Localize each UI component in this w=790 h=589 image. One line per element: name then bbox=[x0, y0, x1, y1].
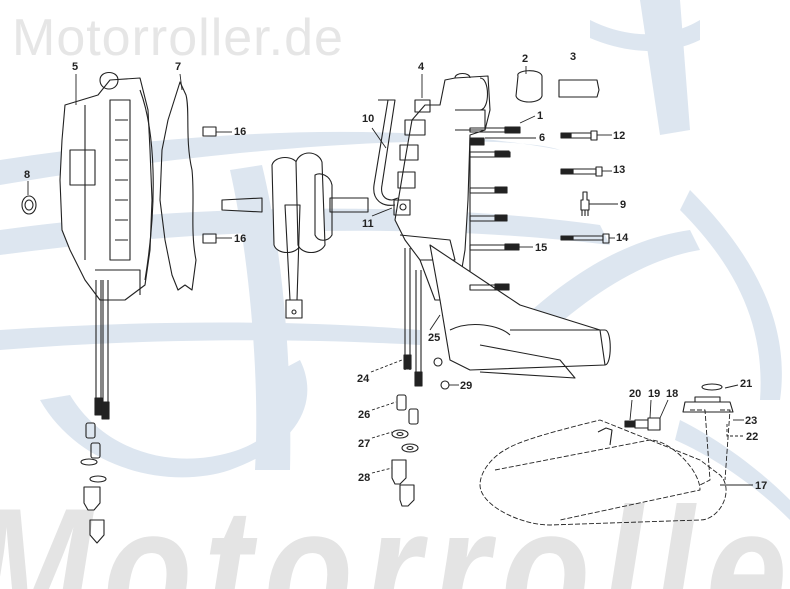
right-crankcase-half bbox=[394, 72, 611, 379]
callout-16-upper: 16 bbox=[234, 126, 247, 138]
callout-2: 2 bbox=[522, 53, 529, 65]
callout-29: 29 bbox=[460, 380, 473, 392]
crankshaft bbox=[221, 152, 369, 319]
callout-9: 9 bbox=[620, 199, 627, 211]
callout-19: 19 bbox=[648, 388, 661, 400]
callout-28: 28 bbox=[358, 472, 371, 484]
watermark-bottom: Motorroller bbox=[0, 471, 790, 589]
callout-13: 13 bbox=[613, 164, 626, 176]
watermark-top: Motorroller.de bbox=[12, 9, 344, 67]
callout-24: 24 bbox=[357, 373, 370, 385]
left-crankcase-half bbox=[59, 71, 154, 301]
callout-17: 17 bbox=[755, 480, 768, 492]
callout-8: 8 bbox=[24, 169, 31, 181]
callout-23: 23 bbox=[745, 415, 758, 427]
callout-16-lower: 16 bbox=[234, 233, 247, 245]
callout-4: 4 bbox=[418, 61, 425, 73]
callout-14: 14 bbox=[616, 232, 629, 244]
callout-21: 21 bbox=[740, 378, 753, 390]
callout-22: 22 bbox=[746, 431, 759, 443]
callout-26: 26 bbox=[358, 409, 371, 421]
callout-10: 10 bbox=[362, 113, 375, 125]
callout-7: 7 bbox=[175, 61, 182, 73]
callout-3: 3 bbox=[570, 51, 577, 63]
callout-25: 25 bbox=[428, 332, 441, 344]
callout-6: 6 bbox=[539, 132, 546, 144]
callout-1: 1 bbox=[537, 110, 544, 122]
callout-27: 27 bbox=[358, 438, 371, 450]
callout-12: 12 bbox=[613, 130, 626, 142]
callout-15: 15 bbox=[535, 242, 548, 254]
callout-11: 11 bbox=[362, 218, 374, 230]
callout-5: 5 bbox=[72, 61, 79, 73]
callout-20: 20 bbox=[629, 388, 642, 400]
callout-18: 18 bbox=[666, 388, 679, 400]
